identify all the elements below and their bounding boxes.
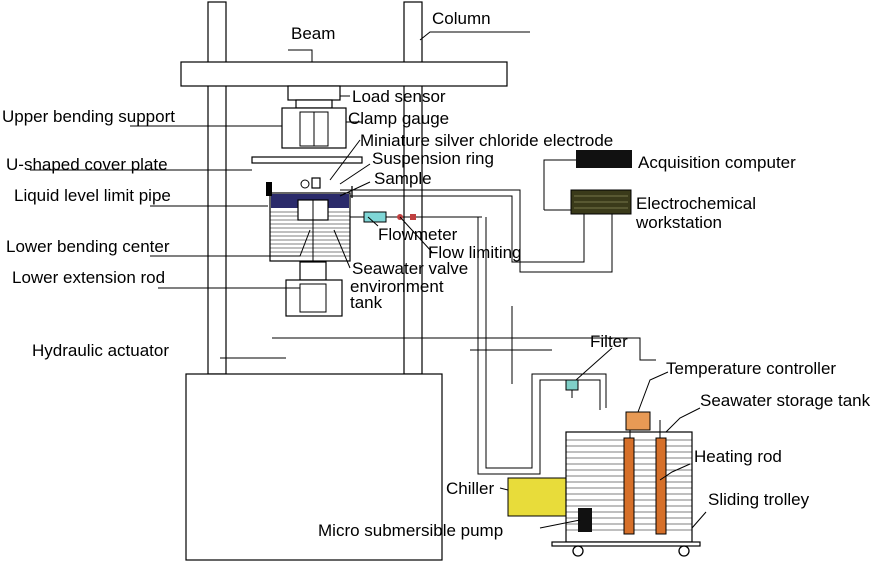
u-shaped-cover-plate — [251, 156, 363, 164]
leader-lines — [30, 31, 707, 529]
label-hydraulic-actuator: Hydraulic actuator — [32, 341, 169, 360]
label-lower-extension-rod: Lower extension rod — [12, 268, 165, 287]
seawater-valve — [410, 214, 416, 220]
load-sensor — [287, 85, 341, 109]
label-electrochemical-2: workstation — [635, 213, 722, 232]
label-upper-bending-support: Upper bending support — [2, 107, 175, 126]
label-tank: tank — [350, 293, 383, 312]
acquisition-computer — [576, 150, 632, 168]
label-lower-bending-center: Lower bending center — [6, 237, 170, 256]
label-sample: Sample — [374, 169, 432, 188]
environment-tank — [269, 192, 351, 262]
chiller — [507, 477, 569, 517]
column-left — [207, 1, 227, 375]
suspension-ring — [300, 177, 321, 189]
sliding-trolley — [551, 541, 701, 557]
label-flowmeter: Flowmeter — [378, 225, 458, 244]
label-temperature-controller: Temperature controller — [666, 359, 836, 378]
label-suspension-ring: Suspension ring — [372, 149, 494, 168]
temperature-controller — [625, 411, 651, 431]
label-electrode: Miniature silver chloride electrode — [360, 131, 613, 150]
label-electrochemical-1: Electrochemical — [636, 194, 756, 213]
electrochemical-workstation — [570, 189, 632, 215]
lower-extension-rod — [285, 261, 343, 317]
label-sliding-trolley: Sliding trolley — [708, 490, 810, 509]
hydraulic-actuator — [185, 373, 443, 561]
label-flow-limiting: Flow limiting — [428, 243, 522, 262]
label-clamp-gauge: Clamp gauge — [348, 109, 449, 128]
label-liquid-level-pipe: Liquid level limit pipe — [14, 186, 171, 205]
beam — [180, 61, 508, 87]
label-column: Column — [432, 9, 491, 28]
label-load-sensor: Load sensor — [352, 87, 446, 106]
filter — [565, 379, 579, 398]
label-beam: Beam — [291, 24, 335, 43]
signal-wires — [340, 159, 613, 273]
label-seawater-storage-tank: Seawater storage tank — [700, 391, 871, 410]
flow-pipes — [272, 216, 656, 475]
micro-submersible-pump — [578, 508, 592, 532]
label-acquisition-computer: Acquisition computer — [638, 153, 796, 172]
label-seawater-valve: Seawater valve — [352, 259, 468, 278]
upper-bending-support — [281, 107, 347, 149]
label-environment: environment — [350, 277, 444, 296]
flowmeter — [363, 211, 387, 223]
heating-rods — [623, 420, 667, 535]
label-submersible-pump: Micro submersible pump — [318, 521, 503, 540]
column-right — [403, 1, 423, 375]
label-u-cover-plate: U-shaped cover plate — [6, 155, 168, 174]
label-heating-rod: Heating rod — [694, 447, 782, 466]
label-filter: Filter — [590, 332, 628, 351]
label-chiller: Chiller — [446, 479, 495, 498]
